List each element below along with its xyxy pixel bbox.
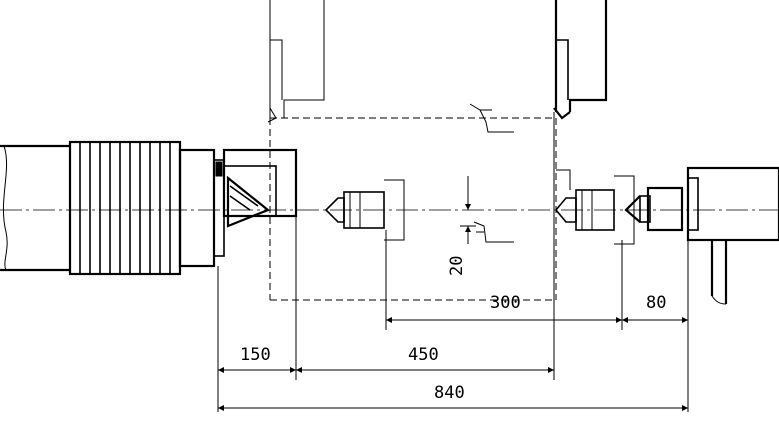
left-tool-holder-dashed: [267, 0, 325, 123]
dim-300-label: 300: [490, 293, 521, 313]
extension-lines: [217, 112, 689, 412]
dim-20-label: 20: [447, 256, 467, 276]
dim-450-label: 450: [408, 345, 439, 365]
right-workpiece: [554, 169, 635, 245]
tool-travel-path: [269, 117, 557, 301]
dim-840-label: 840: [434, 383, 465, 403]
middle-tool-tips: [469, 103, 514, 243]
tailstock: [624, 166, 779, 305]
dim-150-label: 150: [240, 345, 271, 365]
middle-workpiece: [324, 179, 405, 241]
right-tool-holder: [553, 0, 608, 120]
headstock: [0, 140, 298, 276]
dim-80-label: 80: [646, 293, 666, 313]
